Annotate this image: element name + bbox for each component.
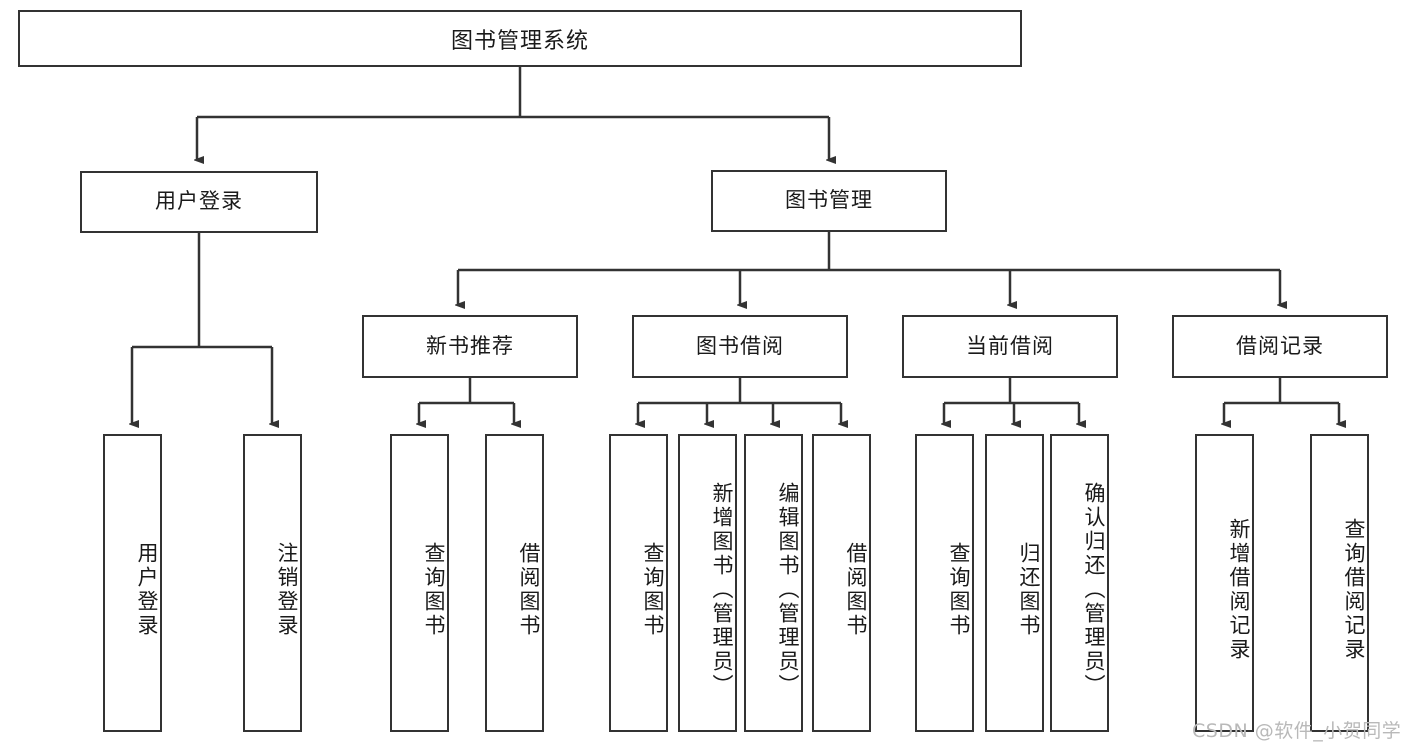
node-level2-1[interactable]: 图书借阅 (632, 315, 848, 378)
node-level1-1[interactable]: 图书管理 (711, 170, 947, 232)
node-leaf-6-label: 编辑图书（管理员） (776, 482, 800, 698)
node-level1-0-label: 用户登录 (155, 189, 243, 214)
node-level2-2-label: 当前借阅 (966, 333, 1054, 358)
node-root[interactable]: 图书管理系统 (18, 10, 1022, 67)
node-leaf-3[interactable]: 借阅图书 (485, 434, 544, 732)
node-leaf-9[interactable]: 归还图书 (985, 434, 1044, 732)
node-level1-0[interactable]: 用户登录 (80, 171, 318, 233)
node-leaf-4-label: 查询图书 (641, 542, 665, 638)
node-leaf-1[interactable]: 注销登录 (243, 434, 302, 732)
node-leaf-10[interactable]: 确认归还（管理员） (1050, 434, 1109, 732)
node-leaf-0[interactable]: 用户登录 (103, 434, 162, 732)
node-level2-0[interactable]: 新书推荐 (362, 315, 578, 378)
node-leaf-12[interactable]: 查询借阅记录 (1310, 434, 1369, 732)
node-level2-3-label: 借阅记录 (1236, 333, 1324, 358)
node-leaf-4[interactable]: 查询图书 (609, 434, 668, 732)
node-level2-3[interactable]: 借阅记录 (1172, 315, 1388, 378)
node-level2-1-label: 图书借阅 (696, 333, 784, 358)
node-leaf-8[interactable]: 查询图书 (915, 434, 974, 732)
node-leaf-11[interactable]: 新增借阅记录 (1195, 434, 1254, 732)
node-leaf-7-label: 借阅图书 (844, 542, 868, 638)
node-leaf-0-label: 用户登录 (135, 542, 159, 638)
node-level2-2[interactable]: 当前借阅 (902, 315, 1118, 378)
node-level1-1-label: 图书管理 (785, 188, 873, 213)
node-root-label: 图书管理系统 (450, 28, 589, 54)
node-leaf-8-label: 查询图书 (947, 542, 971, 638)
node-leaf-2-label: 查询图书 (422, 542, 446, 638)
node-leaf-2[interactable]: 查询图书 (390, 434, 449, 732)
node-leaf-11-label: 新增借阅记录 (1227, 518, 1251, 662)
node-leaf-3-label: 借阅图书 (517, 542, 541, 638)
node-leaf-10-label: 确认归还（管理员） (1082, 482, 1106, 698)
node-leaf-9-label: 归还图书 (1017, 542, 1041, 638)
node-leaf-12-label: 查询借阅记录 (1342, 518, 1366, 662)
node-leaf-6[interactable]: 编辑图书（管理员） (744, 434, 803, 732)
node-leaf-7[interactable]: 借阅图书 (812, 434, 871, 732)
node-leaf-5-label: 新增图书（管理员） (710, 482, 734, 698)
node-leaf-1-label: 注销登录 (275, 542, 299, 638)
node-leaf-5[interactable]: 新增图书（管理员） (678, 434, 737, 732)
node-level2-0-label: 新书推荐 (426, 333, 514, 358)
watermark: CSDN @软件_小贺同学 (1192, 720, 1402, 742)
